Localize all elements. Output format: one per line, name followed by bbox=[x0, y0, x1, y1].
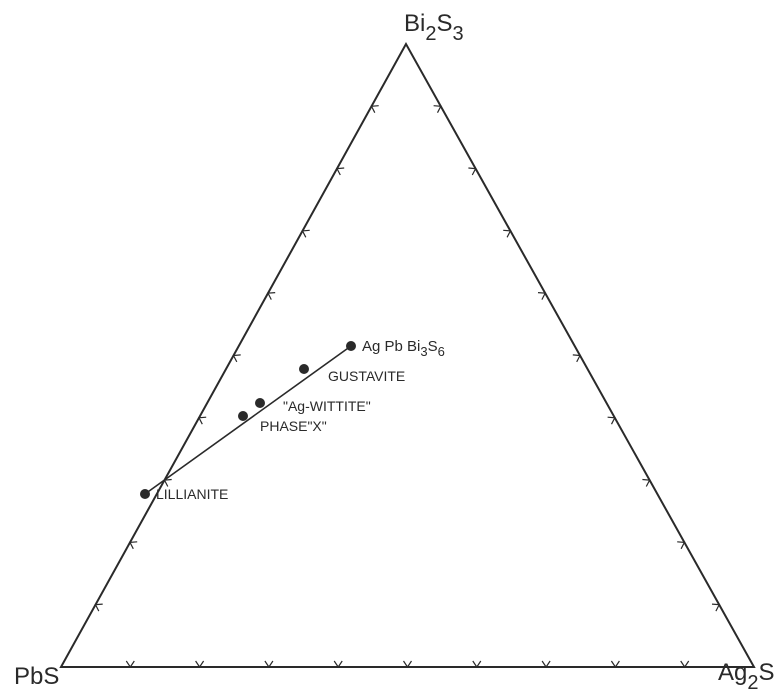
tick-mark-right-9 bbox=[711, 603, 721, 612]
label-gustavite: GUSTAVITE bbox=[328, 368, 405, 384]
point-phase-x bbox=[238, 411, 248, 421]
tick-mark-left-4 bbox=[267, 292, 276, 300]
tick-mark-bottom-5 bbox=[403, 660, 412, 669]
tick-mark-left-3 bbox=[301, 229, 310, 238]
point-gustavite bbox=[299, 364, 309, 374]
triangle-outline bbox=[59, 41, 756, 668]
tick-mark-left-8 bbox=[129, 541, 138, 550]
tick-mark-bottom-3 bbox=[264, 660, 274, 669]
tick-mark-bottom-8 bbox=[610, 660, 620, 669]
tick-mark-bottom-4 bbox=[333, 660, 343, 669]
point-agpbbi3s6 bbox=[346, 341, 356, 351]
label-phase-x: PHASE"X" bbox=[260, 418, 327, 434]
point-ag-wittite bbox=[255, 398, 265, 408]
tick-mark-left-2 bbox=[336, 167, 345, 176]
tick-mark-right-5 bbox=[572, 354, 581, 363]
vertex-label-bi2s3: Bi2S3 bbox=[404, 10, 464, 45]
tick-marks bbox=[94, 105, 721, 669]
tick-mark-right-3 bbox=[503, 229, 512, 238]
tick-mark-bottom-9 bbox=[680, 660, 690, 669]
tick-mark-left-6 bbox=[198, 416, 207, 425]
tick-mark-left-5 bbox=[232, 354, 241, 363]
tick-mark-right-4 bbox=[537, 292, 547, 300]
label-agpbbi3s6: Ag Pb Bi3S6 bbox=[362, 338, 445, 359]
tick-mark-left-9 bbox=[94, 603, 103, 612]
label-lillianite: LILLIANITE bbox=[156, 486, 228, 502]
tick-mark-bottom-2 bbox=[195, 660, 205, 669]
tick-mark-bottom-1 bbox=[125, 660, 135, 669]
tick-mark-right-6 bbox=[607, 416, 616, 425]
tick-mark-right-7 bbox=[642, 478, 651, 487]
tick-mark-bottom-7 bbox=[541, 660, 551, 669]
label-ag-wittite: "Ag-WITTITE" bbox=[283, 398, 371, 414]
vertex-label-pbs: PbS bbox=[14, 663, 59, 690]
tick-mark-left-1 bbox=[370, 105, 379, 113]
tick-mark-bottom-6 bbox=[472, 660, 482, 669]
tick-mark-right-8 bbox=[677, 541, 686, 550]
point-lillianite bbox=[140, 489, 150, 499]
vertex-label-ag2s: Ag2S bbox=[718, 659, 775, 692]
tie-line bbox=[144, 345, 352, 495]
tick-mark-right-1 bbox=[433, 105, 442, 113]
tick-mark-right-2 bbox=[468, 167, 477, 176]
